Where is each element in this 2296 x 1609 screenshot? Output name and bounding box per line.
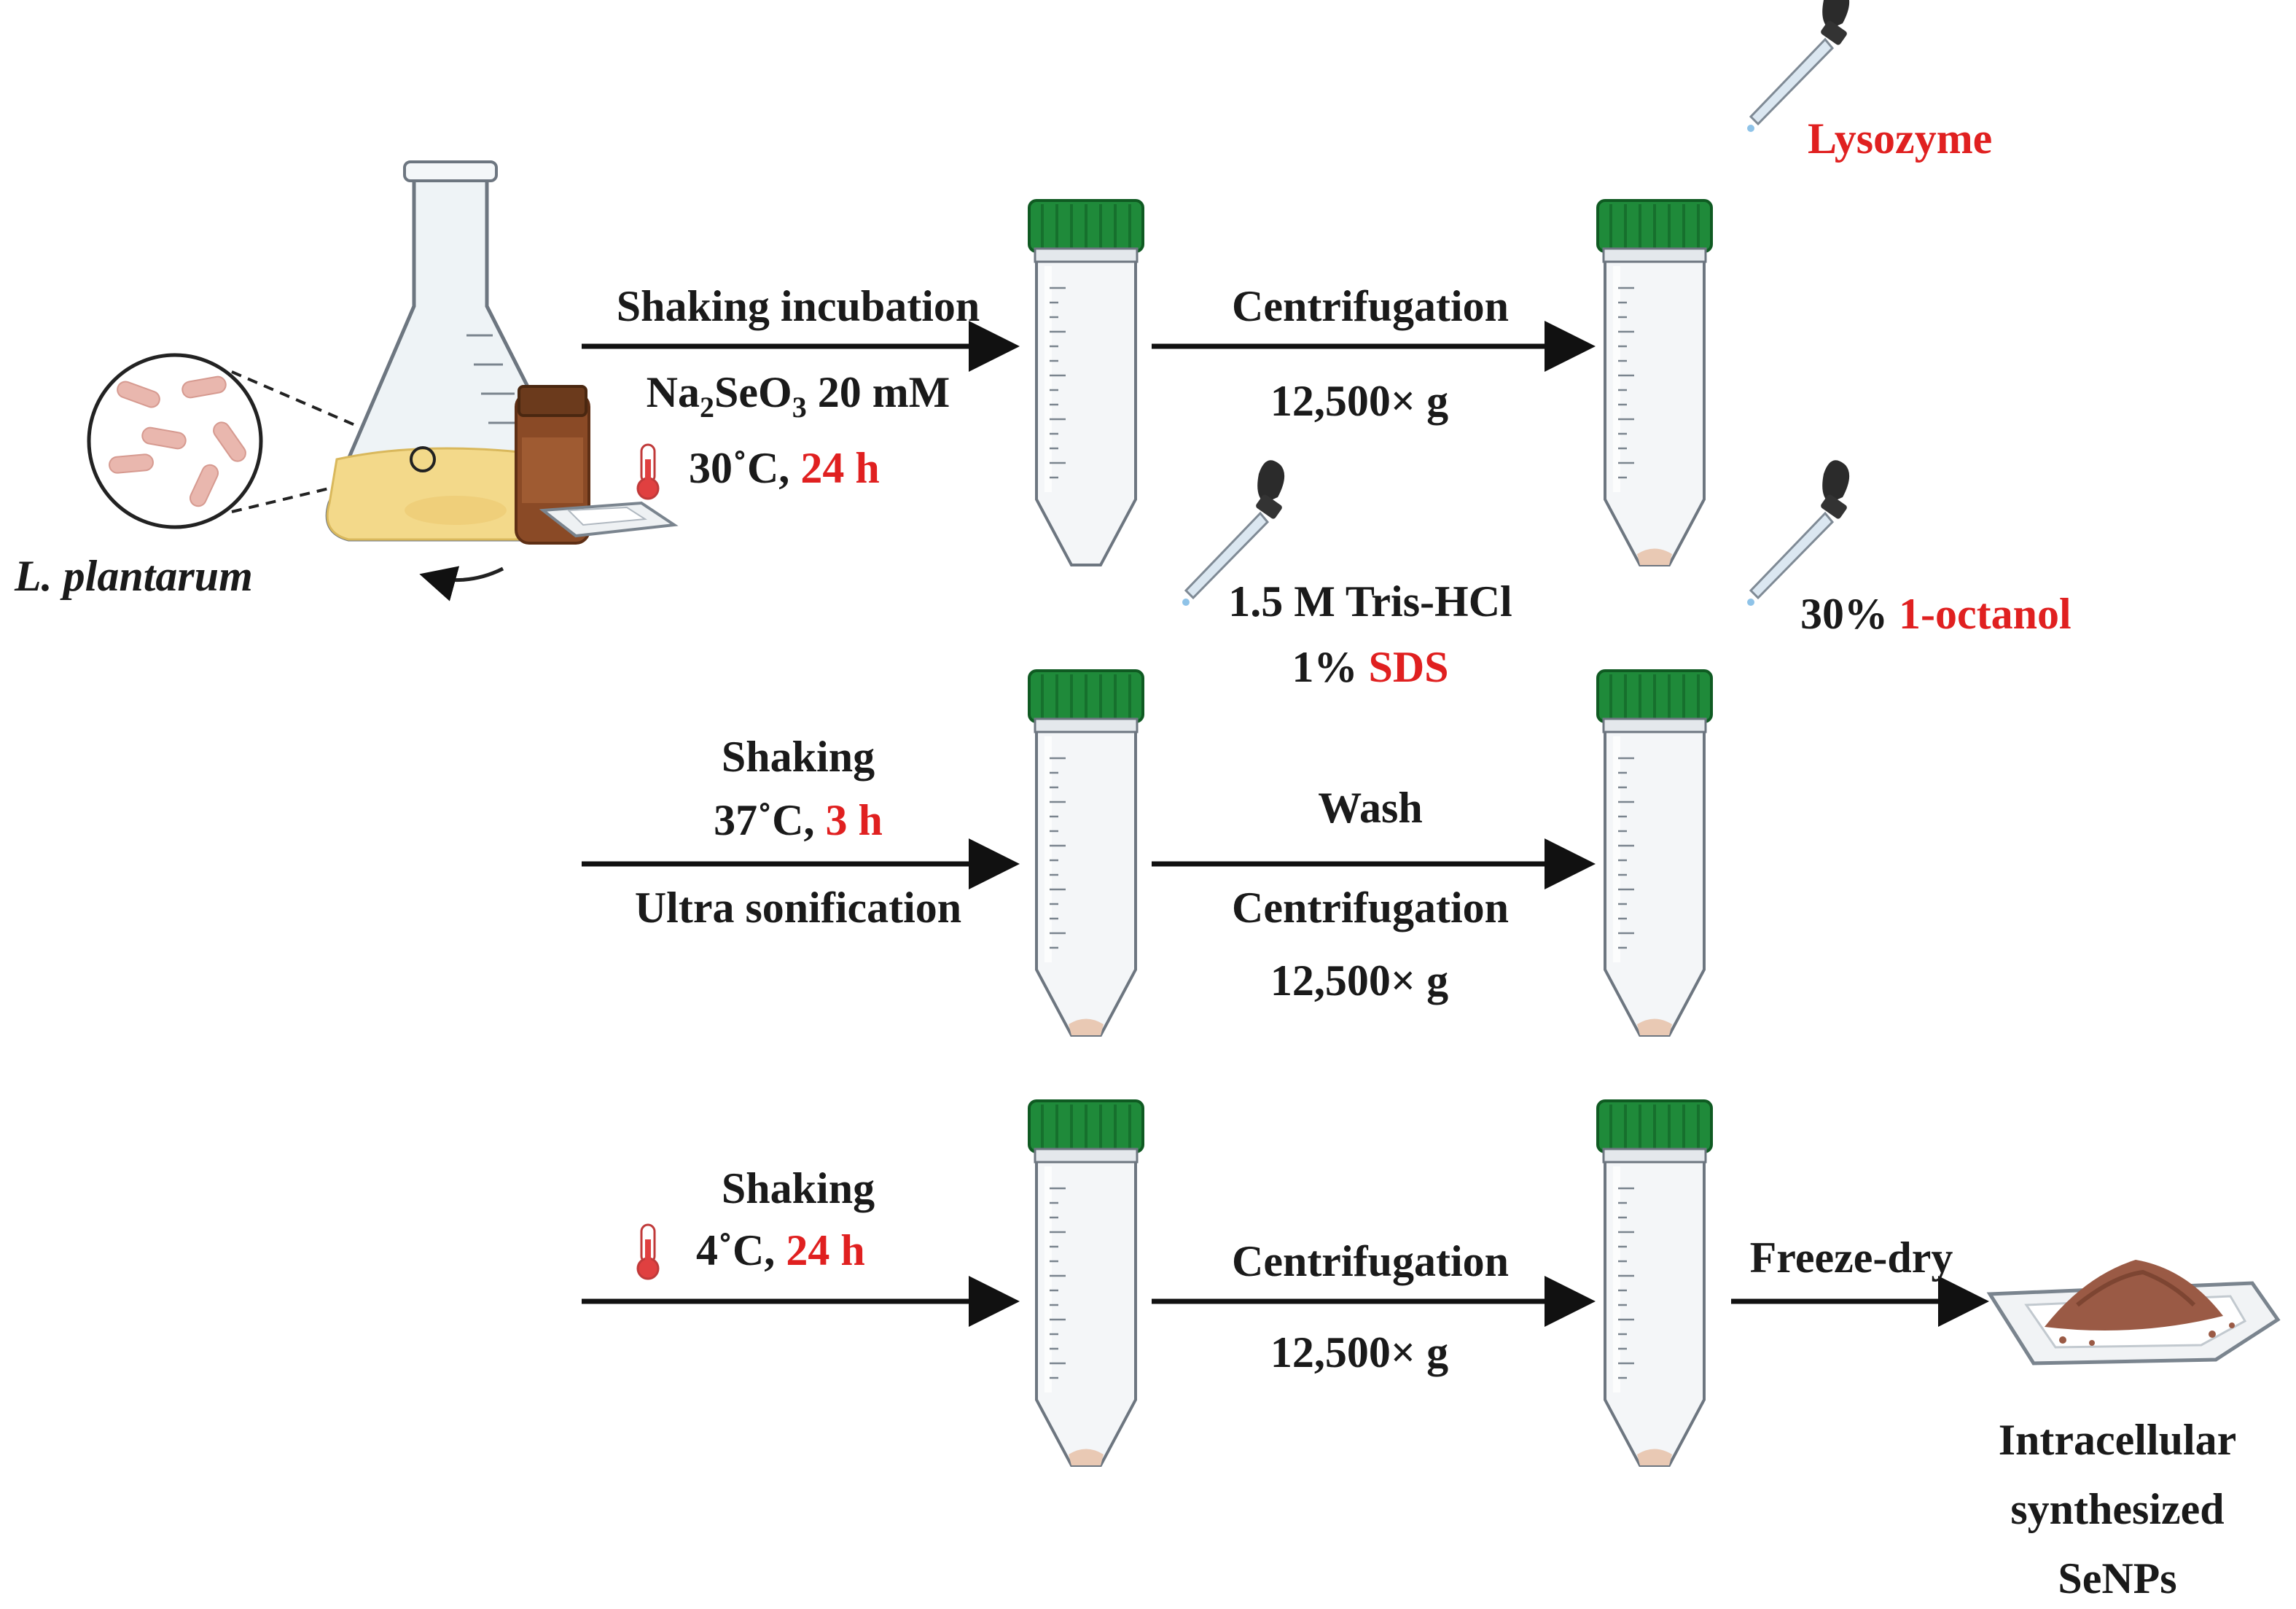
product-line2: synthesized: [2010, 1485, 2224, 1533]
tube-buffer-final: [1028, 1099, 1144, 1465]
dropper-icon: [1746, 459, 1851, 607]
row2-reagent-a-line1: 1.5 M Tris-HCl: [1228, 577, 1512, 626]
tube-culture: [1028, 199, 1144, 565]
row1-step2-above: Centrifugation: [1232, 282, 1509, 330]
row2-step2-above: Wash: [1318, 784, 1422, 832]
tube-final-pellet: [1596, 1099, 1713, 1465]
product-line1: Intracellular: [1999, 1416, 2237, 1464]
powder-dish: [1986, 1260, 2281, 1365]
rotation-arrow: [419, 566, 504, 601]
row3-step3-above: Freeze-dry: [1750, 1234, 1953, 1282]
organism-label: L. plantarum: [14, 552, 253, 600]
thermometer-icon: [636, 1223, 660, 1280]
row1-reagent: Lysozyme: [1808, 114, 1992, 163]
weighing-boat: [539, 501, 679, 538]
thermometer-icon: [636, 443, 660, 500]
row2-step2-below1: Centrifugation: [1232, 884, 1509, 932]
row1-step1-line2: Na2SeO3 20 mM: [647, 368, 950, 424]
row3-step2-above: Centrifugation: [1232, 1237, 1509, 1285]
row1-step1-line1: Shaking incubation: [617, 282, 980, 330]
tube-pellet: [1596, 199, 1713, 565]
row3-step2-below: 12,500× g: [1270, 1328, 1448, 1376]
row2-step1-line2: 37˚C, 3 h: [714, 796, 883, 844]
tube-buffer-octanol: [1596, 669, 1713, 1035]
row3-step1-line2: 4˚C, 24 h: [696, 1226, 865, 1274]
row3-step1-line1: Shaking: [722, 1164, 875, 1212]
product-line3: SeNPs: [2058, 1554, 2176, 1602]
row2-reagent-b: 30% 1-octanol: [1800, 590, 2072, 638]
row2-step1-below: Ultra sonification: [635, 884, 961, 932]
row2-step2-below2: 12,500× g: [1270, 957, 1448, 1005]
row2-reagent-a-line2: 1% SDS: [1292, 643, 1448, 691]
row1-step1-line3: 30˚C, 24 h: [689, 444, 880, 492]
row1-step2-below: 12,500× g: [1270, 377, 1448, 425]
dropper-icon: [1746, 0, 1851, 133]
reagent-bottle: [515, 385, 590, 545]
bacteria-zoom-circle: [87, 353, 263, 529]
tube-buffer: [1028, 669, 1144, 1035]
row2-step1-line1: Shaking: [722, 733, 875, 781]
